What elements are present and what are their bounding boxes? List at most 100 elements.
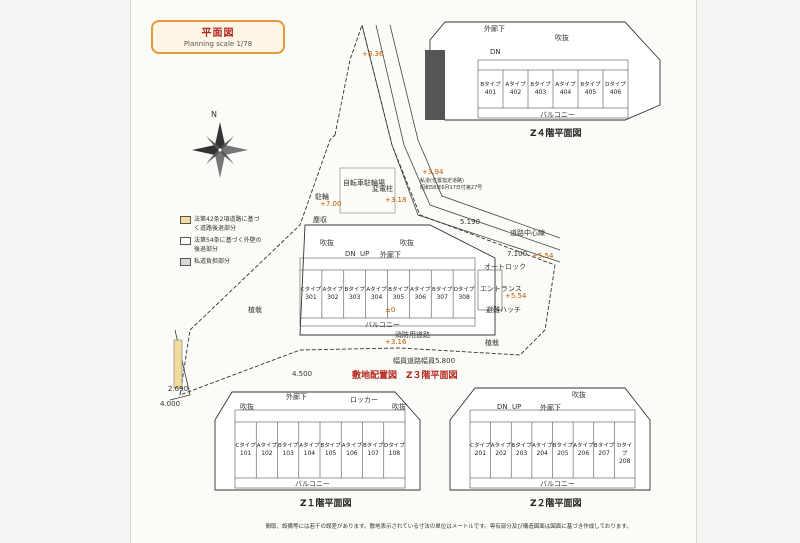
unit-type: Dタイプ bbox=[453, 287, 475, 293]
unit-type: Bタイプ bbox=[593, 443, 615, 449]
unit-number: 401 bbox=[484, 89, 497, 96]
legend-item: 私道負担部分 bbox=[180, 257, 264, 266]
legend-text: 法第42条2項道路に基づく道路後退部分 bbox=[194, 216, 260, 232]
unit-type: Bタイプ bbox=[530, 82, 551, 88]
unit-type: Aタイプ bbox=[410, 287, 431, 293]
unit-type: Dタイプ bbox=[605, 82, 626, 88]
legend-swatch bbox=[180, 237, 191, 245]
unit-type: Aタイプ bbox=[555, 82, 576, 88]
f2-up-label: UP bbox=[512, 403, 522, 411]
f2-roof-label: 吹抜 bbox=[572, 391, 586, 399]
floor3-caption: 敷地配置図 Z３階平面図 bbox=[352, 371, 458, 381]
legend-text: 私道負担部分 bbox=[194, 258, 231, 265]
unit-type: Bタイプ bbox=[480, 82, 501, 88]
parking-label: 駐輪 bbox=[315, 193, 329, 201]
dimension: 2.690 bbox=[168, 385, 189, 393]
unit-type: Bタイプ bbox=[388, 287, 409, 293]
unit-type: Cタイプ bbox=[300, 287, 322, 293]
unit-type: Dタイプ bbox=[384, 443, 405, 449]
transformer-label: 変電柱 bbox=[372, 185, 393, 193]
unit-type: Bタイプ bbox=[277, 443, 299, 449]
auto-lock-label: オートロック bbox=[484, 263, 526, 271]
unit-number: 405 bbox=[584, 89, 597, 96]
f3-up-label: UP bbox=[360, 250, 370, 258]
f1-locker-label: ロッカー bbox=[350, 396, 378, 404]
legend-swatch bbox=[180, 258, 191, 266]
dimension: 4.000 bbox=[160, 400, 181, 408]
f1-corridor-label: 外廊下 bbox=[286, 393, 307, 401]
f3-roof-label-2: 吹抜 bbox=[400, 239, 414, 247]
unit-type: Bタイプ bbox=[432, 287, 453, 293]
unit-number: 307 bbox=[436, 294, 448, 301]
floor1-caption: Z１階平面図 bbox=[300, 499, 352, 509]
unit-number: 204 bbox=[536, 450, 548, 457]
site-boundary bbox=[179, 23, 556, 396]
dimension: 4.500 bbox=[292, 370, 313, 378]
unit-number: 305 bbox=[392, 294, 405, 301]
bicycle-parking bbox=[339, 167, 396, 214]
unit-number: 304 bbox=[370, 294, 383, 301]
unit-type: Bタイプ bbox=[511, 443, 532, 449]
f4-balcony-label: バルコニー bbox=[540, 111, 575, 119]
unit-number: 206 bbox=[577, 450, 590, 457]
unit-number: 104 bbox=[303, 450, 316, 457]
f4-dn-label: DN bbox=[490, 48, 501, 56]
unit-type: Aタイプ bbox=[322, 287, 343, 293]
unit-number: 203 bbox=[515, 450, 528, 457]
f3-dn-label: DN bbox=[345, 250, 356, 258]
f1-roof-label: 吹抜 bbox=[240, 403, 254, 411]
dimension: 7.100 bbox=[507, 250, 528, 258]
unit-number: 404 bbox=[559, 89, 572, 96]
unit-type: Aタイプ bbox=[532, 443, 553, 449]
unit-number: 406 bbox=[609, 89, 622, 96]
f3-roof-label: 吹抜 bbox=[320, 239, 334, 247]
title-card: 平面図 Planning scale 1/78 bbox=[151, 20, 285, 54]
floor4-caption: Z４階平面図 bbox=[530, 129, 582, 139]
unit-type: Bタイプ bbox=[362, 443, 384, 449]
height-mark: ±0 bbox=[385, 306, 396, 314]
legend-swatch bbox=[180, 216, 191, 224]
f3-corridor-label: 外廊下 bbox=[380, 251, 401, 259]
compass-icon bbox=[192, 122, 248, 178]
unit-type: Bタイプ bbox=[552, 443, 573, 449]
height-mark: +3.18 bbox=[385, 196, 407, 204]
road-center-label: 道路中心線 bbox=[510, 229, 545, 237]
unit-number: 403 bbox=[534, 89, 547, 96]
unit-number: 105 bbox=[324, 450, 337, 457]
dimension: 5.190 bbox=[460, 218, 481, 226]
private-road-note: 私道(位置指定道路) 昭和58年6月17日付第27号 bbox=[420, 178, 483, 191]
height-mark: +3.16 bbox=[385, 338, 407, 346]
entrance-label: エントランス bbox=[480, 285, 522, 293]
legend-item: 法第42条2項道路に基づく道路後退部分 bbox=[180, 215, 264, 233]
compass-north-label: N bbox=[211, 110, 217, 119]
unit-type: Aタイプ bbox=[341, 443, 362, 449]
f2-corridor-label: 外廊下 bbox=[540, 404, 561, 412]
f1-roof-label-2: 吹抜 bbox=[392, 403, 406, 411]
unit-number: 402 bbox=[509, 89, 522, 96]
garden-label-2: 植栽 bbox=[485, 339, 499, 347]
f2-dn-label: DN bbox=[497, 403, 508, 411]
height-mark: +3.94 bbox=[422, 168, 444, 176]
unit-type: Cタイプ bbox=[235, 443, 256, 449]
floor4-building bbox=[425, 21, 661, 121]
unit-number: 303 bbox=[348, 294, 361, 301]
